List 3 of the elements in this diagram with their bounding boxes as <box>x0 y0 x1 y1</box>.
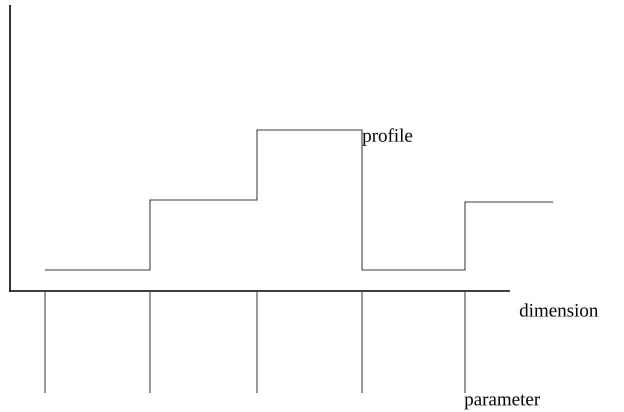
axis-label: parameter <box>464 394 540 410</box>
axis-label: dimension <box>520 303 598 317</box>
axis-label: profile <box>362 128 412 146</box>
